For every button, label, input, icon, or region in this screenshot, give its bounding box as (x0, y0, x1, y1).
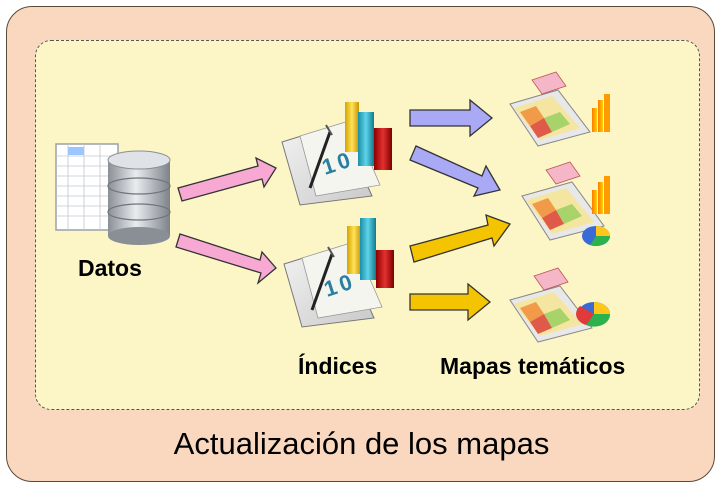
thematic-map-icon (509, 71, 610, 147)
datos-label: Datos (78, 255, 142, 281)
arrow-indice-to-mapa-4 (409, 282, 492, 322)
thematic-map-icon (521, 161, 610, 246)
arrow-datos-to-indice-top (177, 156, 277, 202)
index-chart-icon: 1 0 (281, 102, 392, 206)
arrow-datos-to-indice-bottom (175, 233, 277, 285)
index-chart-icon: 1 0 (283, 218, 394, 328)
mapas-label: Mapas temáticos (440, 353, 626, 379)
thematic-map-icon (509, 267, 611, 343)
spreadsheet-database-icon (55, 143, 171, 245)
indices-label: Índices (298, 353, 378, 379)
diagram-title: Actualización de los mapas (173, 426, 550, 461)
arrow-indice-to-mapa-2 (409, 145, 502, 197)
arrow-indice-to-mapa-3 (409, 213, 512, 263)
arrow-indice-to-mapa-1 (409, 98, 494, 138)
